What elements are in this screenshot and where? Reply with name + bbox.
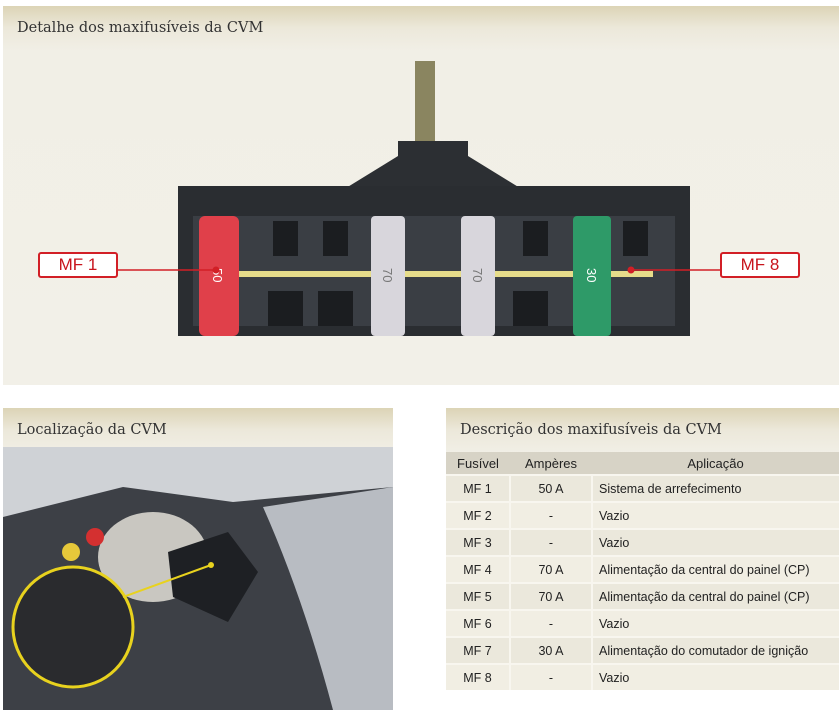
fuse-mf4 [371,216,405,336]
table-row: MF 2-Vazio [446,501,839,529]
fuse-cell: MF 7 [446,636,510,664]
amperes-cell: - [509,501,592,529]
amperes-cell: - [509,528,592,556]
application-cell: Vazio [591,663,839,690]
application-cell: Alimentação do comutador de ignição [591,636,839,664]
application-cell: Alimentação da central do painel (CP) [591,582,839,610]
amperes-cell: 50 A [509,474,592,502]
application-cell: Alimentação da central do painel (CP) [591,555,839,583]
amperes-cell: 30 A [509,636,592,664]
fuse-cell: MF 3 [446,528,510,556]
table-row: MF 6-Vazio [446,609,839,637]
fuse-cell: MF 6 [446,609,510,637]
fuse-cell: MF 8 [446,663,510,690]
fuse-detail-panel: Detalhe dos maxifusíveis da CVM 50 70 70… [3,6,839,385]
amperes-cell: 70 A [509,555,592,583]
panel-title: Detalhe dos maxifusíveis da CVM [17,20,264,36]
panel-title: Localização da CVM [17,422,167,438]
table-row: MF 8-Vazio [446,663,839,690]
column-header: Aplicação [592,452,839,475]
callout-mf8: MF 8 [720,252,800,278]
fuse-cell: MF 1 [446,474,510,502]
amperes-cell: - [509,663,592,690]
svg-text:70: 70 [380,268,395,282]
column-header: Fusível [446,452,510,475]
amperes-cell: 70 A [509,582,592,610]
svg-text:30: 30 [584,268,599,282]
fuse-cell: MF 4 [446,555,510,583]
engine-bay-photo [3,447,393,710]
application-cell: Vazio [591,501,839,529]
svg-text:70: 70 [470,268,485,282]
column-header: Ampères [510,452,592,475]
fuse-cell: MF 5 [446,582,510,610]
location-panel: Localização da CVM [3,408,393,710]
table-row: MF 3-Vazio [446,528,839,556]
application-cell: Vazio [591,609,839,637]
description-panel: Descrição dos maxifusíveis da CVM Fusíve… [446,408,839,690]
amperes-cell: - [509,609,592,637]
application-cell: Sistema de arrefecimento [591,474,839,502]
fuse-cell: MF 2 [446,501,510,529]
application-cell: Vazio [591,528,839,556]
fuse-mf7 [573,216,611,336]
fuse-mf5 [461,216,495,336]
panel-title: Descrição dos maxifusíveis da CVM [460,422,722,438]
fuse-box-illustration: 50 70 70 30 [118,61,723,336]
fuse-mf1 [199,216,239,336]
callout-mf1: MF 1 [38,252,118,278]
